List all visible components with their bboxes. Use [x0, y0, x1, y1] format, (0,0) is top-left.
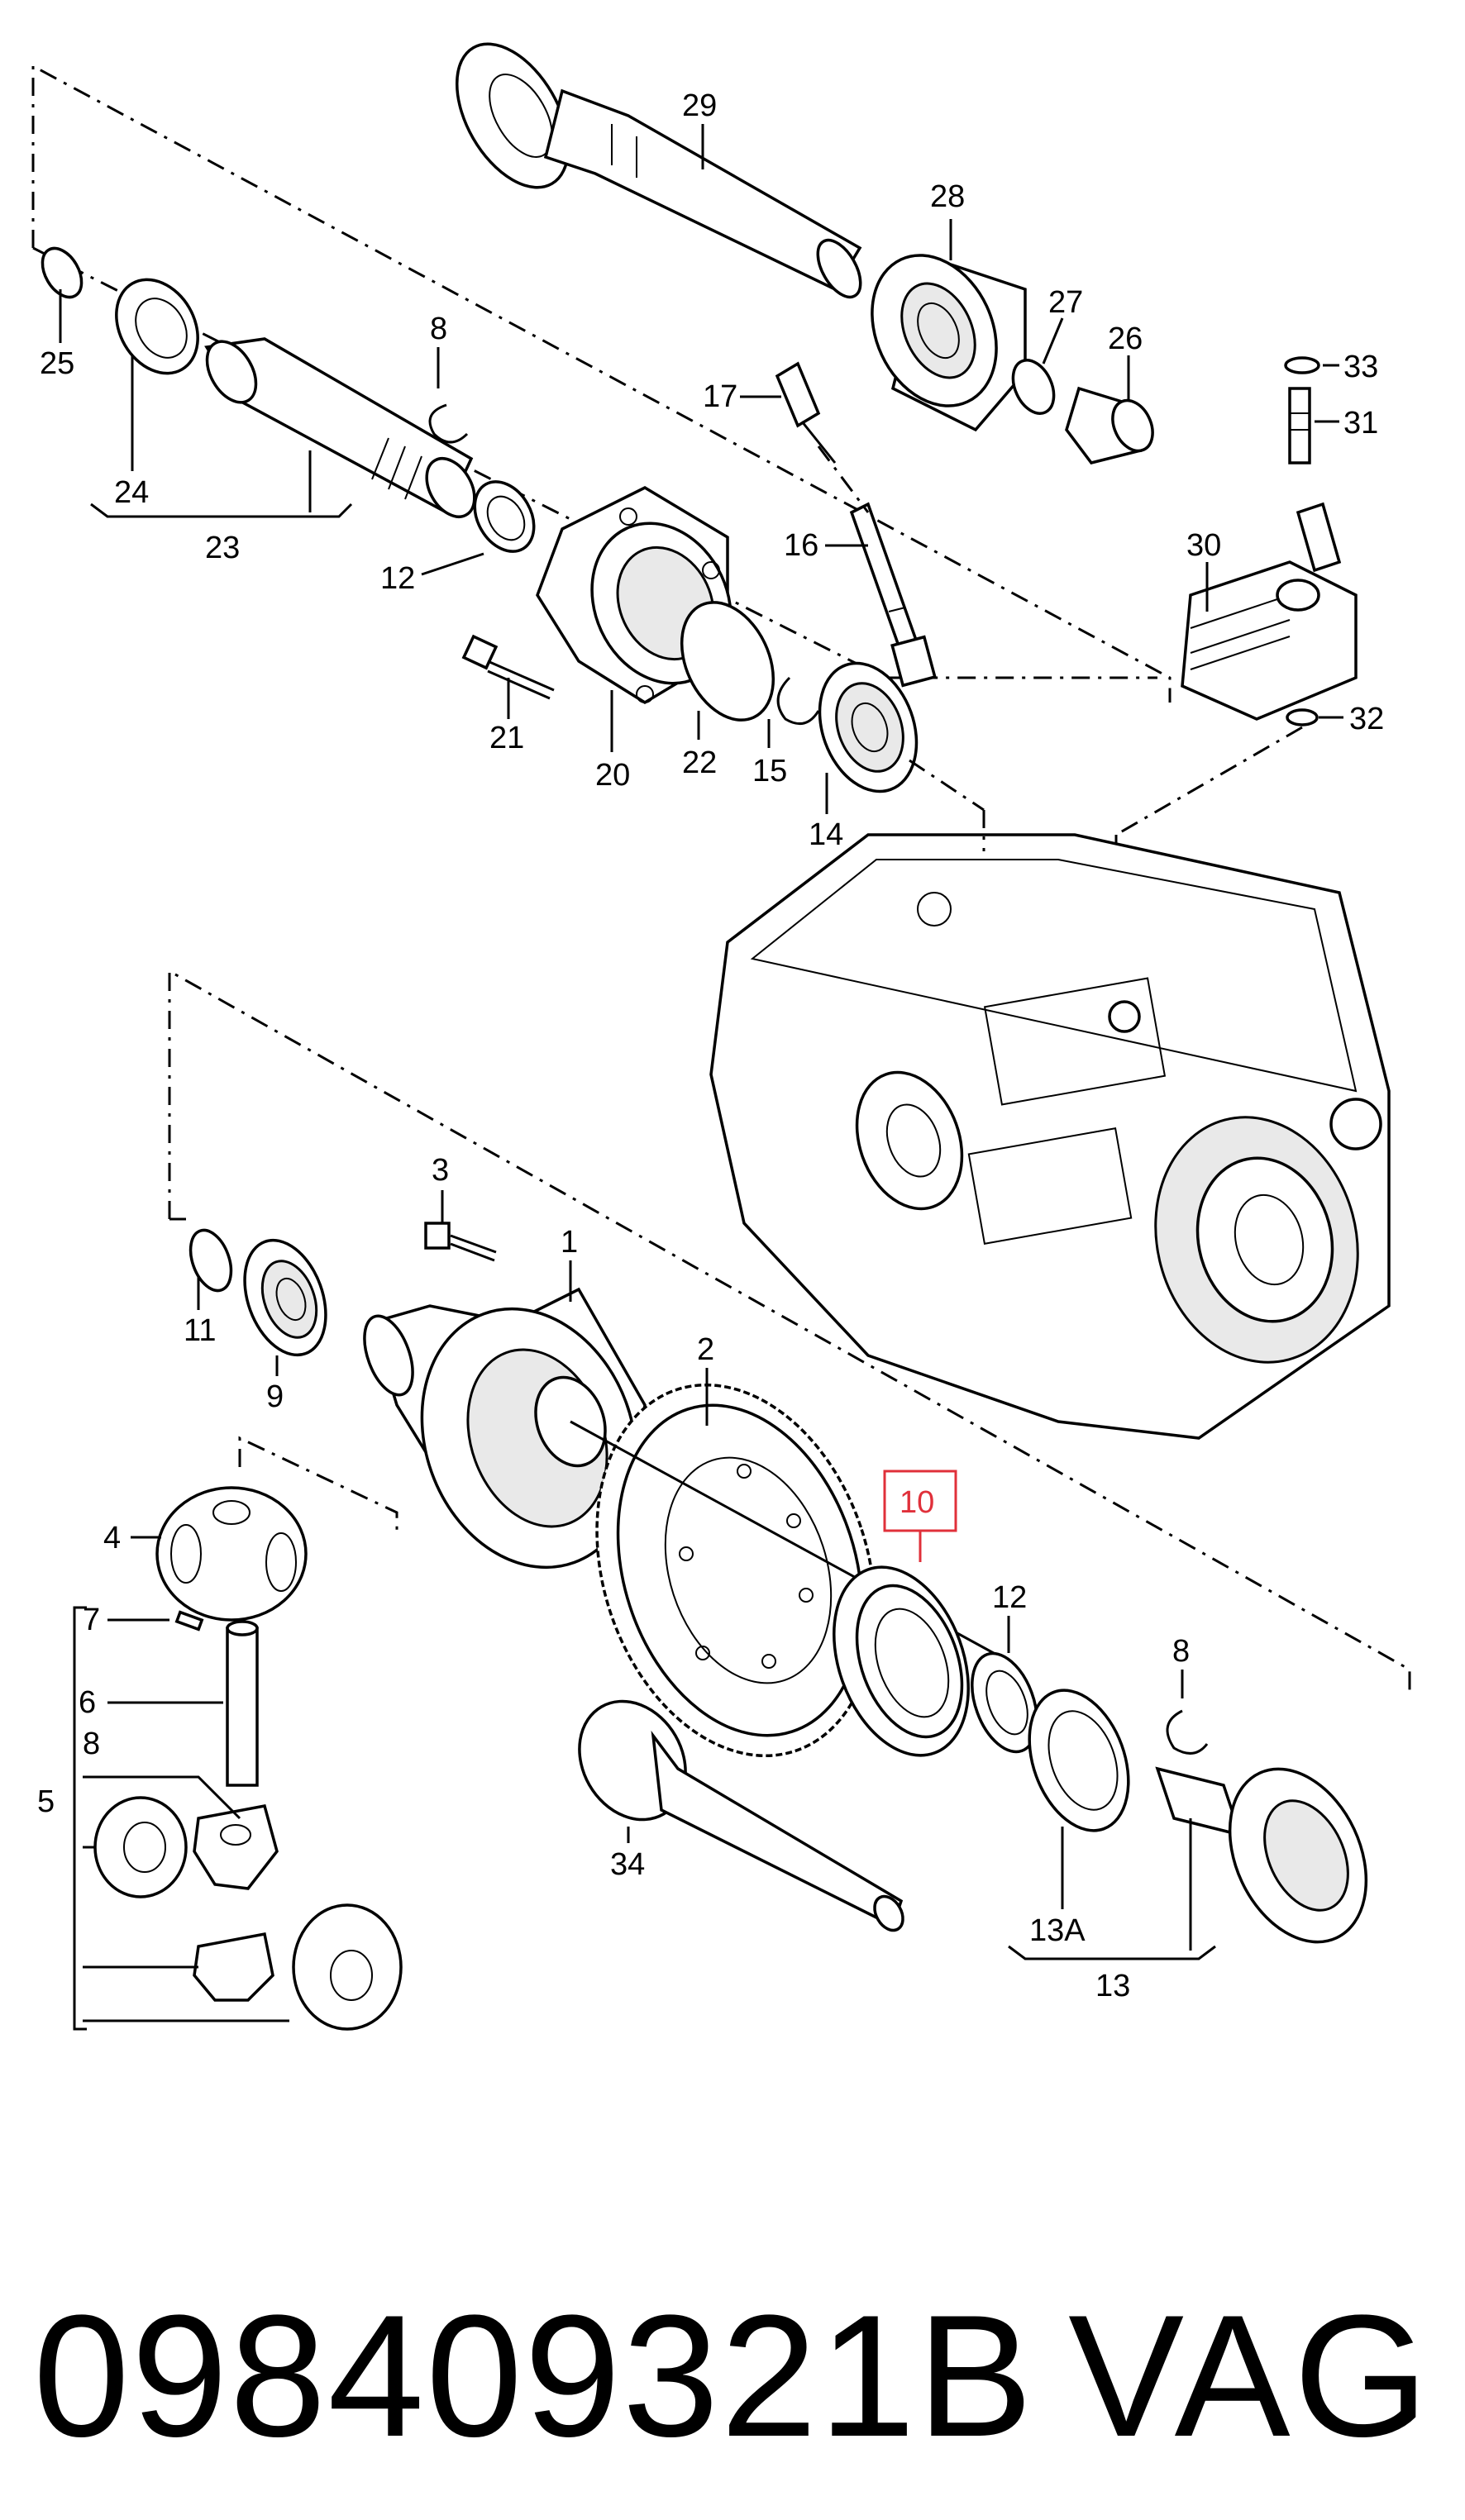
- label-27: 27: [1048, 285, 1083, 320]
- group-bracket-5: [73, 1606, 87, 2031]
- clip-8-lower: [1166, 1709, 1209, 1755]
- label-16: 16: [784, 528, 818, 563]
- sleeve-26: [1065, 386, 1154, 464]
- label-28: 28: [930, 179, 965, 214]
- bearing-9: [243, 1238, 327, 1357]
- label-5: 5: [37, 1784, 55, 1819]
- label-1: 1: [561, 1225, 578, 1260]
- label-33: 33: [1343, 350, 1378, 384]
- label-13a: 13A: [1029, 1913, 1086, 1948]
- pinion-shaft-34: [578, 1699, 904, 1932]
- bracket-13: [1008, 1945, 1216, 1960]
- leader-12-top: [421, 552, 484, 576]
- label-22: 22: [682, 746, 717, 780]
- lower-assembly-frame: [168, 969, 1411, 1690]
- label-14: 14: [809, 817, 843, 852]
- bearing-flange-28: [871, 254, 1027, 432]
- screw-17: [775, 361, 837, 464]
- planet-gear-8: [193, 1803, 279, 1890]
- guide-line-17-16: [817, 445, 870, 513]
- bearing-12-top: [473, 480, 536, 553]
- bracket-23: [90, 503, 353, 518]
- spider-housing-4: [155, 1486, 308, 1622]
- speed-sender-16: [849, 502, 937, 688]
- label-15: 15: [752, 754, 787, 788]
- label-17: 17: [703, 379, 737, 414]
- circlip-15: [776, 676, 820, 726]
- label-20: 20: [595, 758, 630, 793]
- label-34: 34: [610, 1847, 645, 1882]
- label-8-diff: 8: [83, 1727, 100, 1761]
- drive-flange-shaft-29: [455, 42, 862, 299]
- gearbox-housing: [709, 833, 1391, 1440]
- guide-line-cooler: [1115, 726, 1303, 836]
- upper-assembly-frame: [31, 64, 1172, 703]
- shim-11: [188, 1228, 233, 1293]
- side-gear-lower: [292, 1903, 403, 2031]
- label-2: 2: [697, 1332, 714, 1367]
- label-23: 23: [205, 531, 240, 565]
- footer: 098409321B VAG: [0, 2248, 1465, 2496]
- label-11: 11: [184, 1313, 216, 1348]
- label-3: 3: [432, 1153, 449, 1188]
- diff-frame: [238, 1436, 398, 1537]
- o-ring-27: [1011, 359, 1056, 415]
- label-4: 4: [103, 1521, 121, 1555]
- label-7: 7: [83, 1603, 100, 1637]
- planet-gear-lower: [193, 1932, 274, 2002]
- label-8-lower: 8: [1172, 1634, 1190, 1669]
- label-31: 31: [1343, 406, 1378, 441]
- label-29: 29: [682, 88, 717, 123]
- label-25: 25: [40, 346, 74, 381]
- part-number: 098409321B: [33, 2279, 1035, 2473]
- label-32: 32: [1349, 702, 1384, 736]
- seal-24: [115, 278, 199, 375]
- ring-gear-2: [595, 1383, 876, 1758]
- seal-33: [1284, 356, 1320, 374]
- label-9: 9: [266, 1379, 284, 1414]
- clip-8-top: [428, 403, 469, 444]
- o-ring-22: [680, 601, 775, 722]
- circlip-25: [41, 246, 84, 299]
- bearing-housing-20: [536, 486, 732, 705]
- label-8-top: 8: [430, 312, 447, 346]
- guide-line-gear14: [909, 759, 985, 812]
- label-24: 24: [114, 475, 149, 510]
- bolt-21: [461, 634, 555, 700]
- label-10: 10: [900, 1485, 934, 1520]
- cross-shaft-6: [226, 1620, 259, 1787]
- label-26: 26: [1108, 322, 1143, 356]
- label-6: 6: [79, 1685, 96, 1720]
- seal-ring-13a: [1028, 1689, 1130, 1832]
- gear-14: [818, 661, 919, 793]
- side-gear-5: [93, 1796, 188, 1898]
- label-13: 13: [1095, 1969, 1130, 2003]
- differential-housing-1: [363, 1287, 647, 1570]
- leader-8: [83, 1775, 241, 1820]
- exploded-parts-diagram: 29 28 27 26 33 31 30 32 25 24 23 8 12 17…: [31, 42, 1411, 2031]
- label-30: 30: [1186, 528, 1221, 563]
- seal-32: [1286, 708, 1319, 726]
- label-12-lower: 12: [992, 1580, 1027, 1615]
- input-shaft-23: [204, 337, 476, 518]
- tapered-bearing-12: [971, 1651, 1038, 1754]
- oil-cooler-30: [1181, 502, 1358, 721]
- bolt-3: [424, 1222, 497, 1262]
- valve-31: [1288, 387, 1311, 464]
- bearing-race-10: [833, 1565, 970, 1757]
- label-21: 21: [489, 721, 524, 755]
- leader-27: [1042, 317, 1064, 364]
- pin-7: [174, 1610, 204, 1632]
- brand-name: VAG: [1068, 2279, 1432, 2473]
- label-12-top: 12: [380, 561, 415, 596]
- flange-shaft-13: [1155, 1766, 1368, 1944]
